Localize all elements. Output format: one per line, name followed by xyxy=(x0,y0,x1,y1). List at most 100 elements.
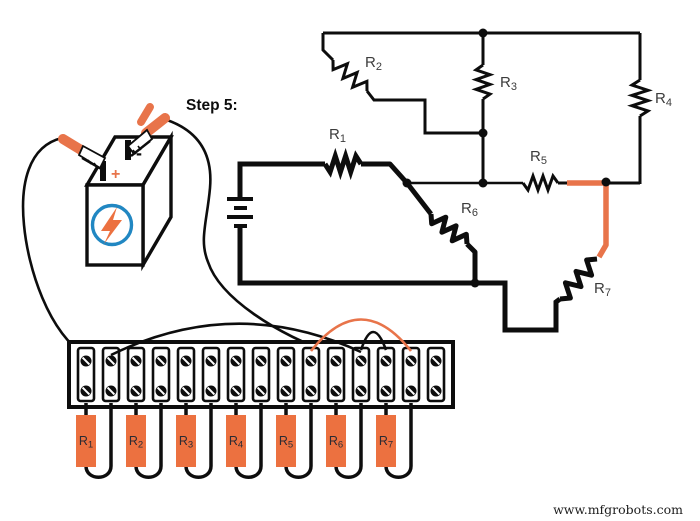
schematic-label-r1: R1 xyxy=(329,126,346,145)
screw-slot xyxy=(331,386,341,396)
strip-resistor-label: R1 xyxy=(79,434,93,451)
jumper-arc-t2-t12 xyxy=(110,322,362,357)
resistor-body xyxy=(176,415,196,467)
terminal-slot xyxy=(251,346,271,403)
junction-dots xyxy=(402,28,611,288)
r5-resistor xyxy=(521,171,560,195)
negative-alligator-clip xyxy=(126,103,170,157)
resistor-body xyxy=(326,415,346,467)
terminal-slot xyxy=(326,346,346,403)
schematic-label-r4: R4 xyxy=(655,90,672,109)
jumper-arc-t12-t13 xyxy=(359,330,388,351)
junction-dot xyxy=(601,177,611,187)
positive-terminal-post xyxy=(100,161,106,181)
r6-bottom-wire xyxy=(465,242,478,283)
screw-slot xyxy=(106,356,116,366)
positive-alligator-clip xyxy=(58,134,107,172)
screw-slot xyxy=(306,356,316,366)
terminal-slot xyxy=(351,346,371,403)
energy-circle-icon xyxy=(90,203,134,247)
lightning-bolt-icon xyxy=(101,207,122,244)
screw-slot xyxy=(81,356,91,366)
strip-resistor-label: R6 xyxy=(329,434,343,451)
strip-resistor-label: R3 xyxy=(179,434,193,451)
screw-slot xyxy=(206,356,216,366)
step-label: Step 5: xyxy=(186,97,238,114)
terminal-slot xyxy=(176,346,196,403)
schematic-labels: R1 R2 R3 R4 R5 R6 R7 xyxy=(329,54,672,299)
clip-jaw-lower xyxy=(81,156,104,172)
strip-resistors: R1 R2 R3 R4 R5 R6 R7 xyxy=(76,403,413,479)
r2-resistor xyxy=(331,59,369,92)
battery-symbol xyxy=(227,197,253,228)
clip-handle xyxy=(141,113,170,138)
r1-resistor xyxy=(322,147,364,181)
resistor-body xyxy=(76,415,96,467)
screw-slot xyxy=(406,356,416,366)
screw-slot xyxy=(156,386,166,396)
battery-positive-lead-wire xyxy=(21,136,87,358)
schematic-label-r2: R2 xyxy=(365,54,382,73)
clip-teeth xyxy=(132,145,142,155)
strip-resistor: R7 xyxy=(376,403,413,479)
battery-bottom-wire xyxy=(237,228,562,333)
terminal-slot xyxy=(276,346,296,403)
r4-resistor xyxy=(627,78,653,118)
screw-slot xyxy=(281,386,291,396)
battery-top-wire xyxy=(237,161,325,197)
strip-resistor-label: R4 xyxy=(229,434,243,451)
screw-slot xyxy=(356,356,366,366)
screw-slot xyxy=(131,356,141,366)
r6-resistor xyxy=(428,213,470,245)
screw-slot xyxy=(431,386,441,396)
terminal-slots xyxy=(76,346,446,403)
screw-slot xyxy=(156,356,166,366)
battery-negative-lead-wire xyxy=(166,118,337,357)
watermark: www.mfgrobots.com xyxy=(553,502,683,517)
terminal-slot xyxy=(376,346,396,403)
highlight-wire-r5-to-r7 xyxy=(567,180,609,259)
junction-dot xyxy=(478,128,488,138)
schematic-label-r5: R5 xyxy=(530,148,547,167)
screw-slot xyxy=(81,386,91,396)
clip-teeth xyxy=(87,159,98,168)
strip-resistor: R6 xyxy=(326,403,363,479)
screw-slot xyxy=(331,356,341,366)
junction-dot xyxy=(478,28,488,38)
strip-resistor-label: R7 xyxy=(379,434,393,451)
terminal-slot xyxy=(401,346,421,403)
strip-resistor: R5 xyxy=(276,403,313,479)
battery-illustration: Step 5: + - xyxy=(21,97,337,358)
screw-slot xyxy=(106,386,116,396)
r3-resistor xyxy=(471,63,495,101)
screw-slot xyxy=(206,386,216,396)
negative-sign: - xyxy=(136,143,142,163)
terminal-slot xyxy=(101,346,121,403)
screw-slot xyxy=(406,386,416,396)
strip-resistor: R2 xyxy=(126,403,163,479)
junction-dot xyxy=(470,278,480,288)
terminal-slot xyxy=(301,346,321,403)
schematic: R1 R2 R3 R4 R5 R6 R7 xyxy=(227,28,672,333)
resistor-body xyxy=(226,415,246,467)
clip-handle-tip xyxy=(137,103,154,126)
strip-resistor-label: R5 xyxy=(279,434,293,451)
r2-branch-wire-b xyxy=(365,90,483,135)
screw-slot xyxy=(356,386,366,396)
terminal-slot xyxy=(151,346,171,403)
schematic-label-r7: R7 xyxy=(594,280,611,299)
terminal-slot xyxy=(226,346,246,403)
screw-slot xyxy=(281,356,291,366)
screw-slot xyxy=(256,356,266,366)
screw-slot xyxy=(181,356,191,366)
screw-slot xyxy=(231,386,241,396)
terminal-slot xyxy=(76,346,96,403)
resistor-body xyxy=(276,415,296,467)
jumper-arc-orange-t10-t14 xyxy=(309,318,413,352)
strip-resistor: R1 xyxy=(76,403,113,479)
negative-terminal-post xyxy=(125,140,131,160)
screw-slot xyxy=(181,386,191,396)
terminal-slot xyxy=(201,346,221,403)
